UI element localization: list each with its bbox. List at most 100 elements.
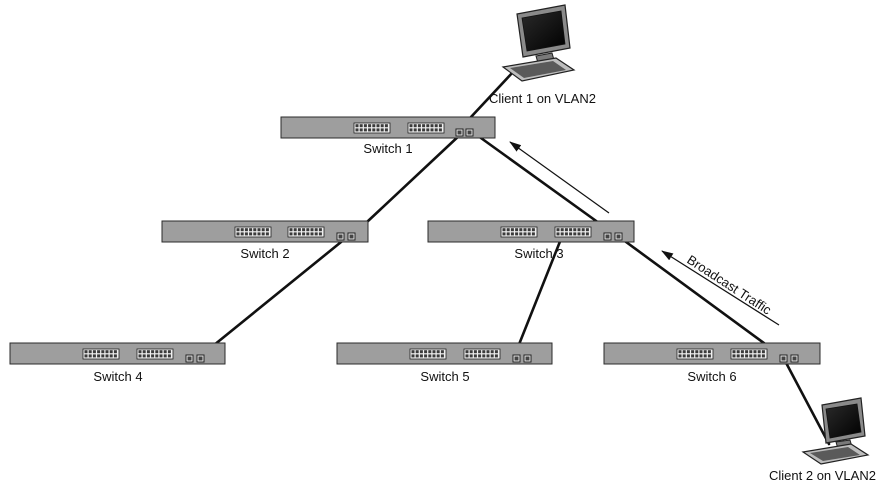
port <box>515 232 519 236</box>
port <box>490 350 494 354</box>
broadcast-traffic-label: Broadcast Traffic <box>684 252 774 318</box>
port <box>556 228 560 232</box>
port <box>167 350 171 354</box>
port <box>146 354 150 358</box>
port <box>314 232 318 236</box>
port <box>440 354 444 358</box>
uplink-port <box>792 356 797 361</box>
port <box>159 354 163 358</box>
uplink-port <box>525 356 530 361</box>
port <box>573 232 577 236</box>
port <box>506 232 510 236</box>
port <box>167 354 171 358</box>
port <box>703 354 707 358</box>
port <box>151 350 155 354</box>
port <box>368 128 372 132</box>
port <box>265 228 269 232</box>
port <box>430 128 434 132</box>
uplink-port <box>338 234 343 239</box>
port <box>257 228 261 232</box>
port <box>761 354 765 358</box>
port <box>422 124 426 128</box>
port <box>289 232 293 236</box>
switch-1-ports <box>353 122 474 137</box>
port <box>376 128 380 132</box>
port <box>261 228 265 232</box>
port <box>244 228 248 232</box>
port <box>355 128 359 132</box>
port <box>691 350 695 354</box>
port <box>686 354 690 358</box>
port <box>757 350 761 354</box>
port <box>695 354 699 358</box>
port <box>519 232 523 236</box>
port <box>163 354 167 358</box>
port <box>380 124 384 128</box>
port <box>384 128 388 132</box>
port <box>97 350 101 354</box>
port <box>142 354 146 358</box>
port <box>569 232 573 236</box>
port <box>84 354 88 358</box>
port <box>113 350 117 354</box>
broadcast-arrow-to-switch1 <box>509 141 610 214</box>
port <box>430 124 434 128</box>
uplink-port <box>605 234 610 239</box>
port <box>699 350 703 354</box>
port <box>581 232 585 236</box>
client-1-computer-icon <box>501 4 576 82</box>
port <box>297 228 301 232</box>
switch-5-label: Switch 5 <box>420 369 469 384</box>
port <box>438 128 442 132</box>
port <box>88 350 92 354</box>
port <box>419 350 423 354</box>
switch-2-label: Switch 2 <box>240 246 289 261</box>
port <box>436 354 440 358</box>
port <box>306 228 310 232</box>
port <box>249 228 253 232</box>
port <box>682 354 686 358</box>
client-2: Client 2 on VLAN2 <box>769 397 876 483</box>
broadcast-arrows <box>509 141 780 326</box>
port <box>84 350 88 354</box>
port <box>422 128 426 132</box>
port <box>432 350 436 354</box>
port <box>434 128 438 132</box>
port <box>413 128 417 132</box>
port <box>740 350 744 354</box>
switch-1: Switch 1 <box>280 116 496 156</box>
port <box>380 128 384 132</box>
port <box>581 228 585 232</box>
port <box>699 354 703 358</box>
switch-4: Switch 4 <box>9 342 226 384</box>
port <box>413 124 417 128</box>
port <box>155 354 159 358</box>
port <box>686 350 690 354</box>
switch-3-label: Switch 3 <box>514 246 563 261</box>
port <box>560 228 564 232</box>
port <box>419 354 423 358</box>
client-2-computer-icon <box>801 397 870 465</box>
port <box>678 350 682 354</box>
port <box>478 354 482 358</box>
port <box>240 228 244 232</box>
cable-switch6-client2 <box>781 355 831 446</box>
port <box>465 350 469 354</box>
port <box>88 354 92 358</box>
port <box>740 354 744 358</box>
port <box>527 232 531 236</box>
port <box>363 124 367 128</box>
port <box>564 228 568 232</box>
port <box>482 350 486 354</box>
port <box>318 232 322 236</box>
switch-6-label: Switch 6 <box>687 369 736 384</box>
port <box>707 354 711 358</box>
port <box>585 232 589 236</box>
port <box>577 232 581 236</box>
port <box>302 228 306 232</box>
port <box>560 232 564 236</box>
port <box>101 350 105 354</box>
port <box>236 228 240 232</box>
port <box>502 228 506 232</box>
